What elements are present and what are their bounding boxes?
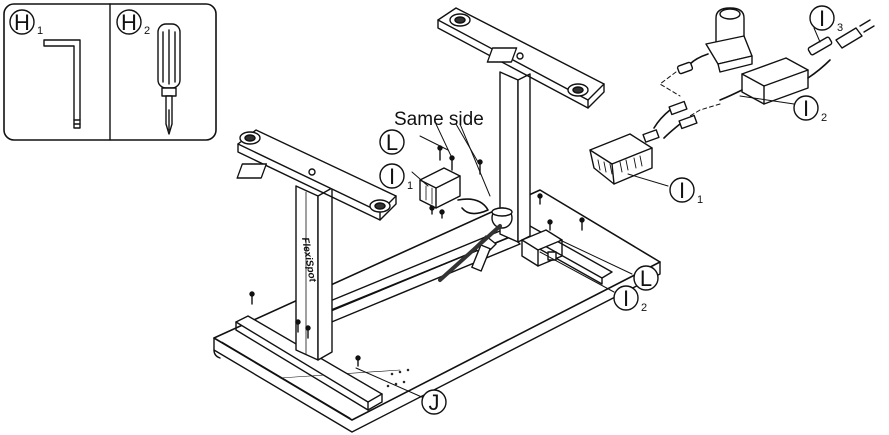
splitter-cable-detail — [642, 100, 698, 143]
svg-text:I: I — [389, 164, 395, 189]
tool-panel: H 1 H 2 — [3, 3, 217, 141]
control-panel-buttons — [597, 155, 643, 175]
svg-text:J: J — [429, 390, 440, 415]
callout-i1-mount: I 1 — [379, 163, 413, 192]
callout-j-screws: J — [421, 389, 447, 415]
svg-text:I: I — [819, 6, 825, 31]
svg-text:2: 2 — [821, 112, 827, 124]
callout-h2: H 2 — [116, 9, 150, 37]
left-bracket-pad-back — [239, 131, 261, 145]
svg-text:3: 3 — [837, 22, 843, 34]
callout-h1: H 1 — [9, 9, 43, 37]
left-top-bracket — [236, 129, 397, 221]
svg-text:I: I — [803, 96, 809, 121]
right-top-bracket — [437, 7, 605, 109]
svg-text:H: H — [121, 10, 137, 35]
svg-text:L: L — [640, 266, 652, 291]
connection-lines — [659, 71, 721, 117]
svg-text:H: H — [14, 10, 30, 35]
same-side-label: Same side — [394, 109, 484, 130]
svg-text:I: I — [623, 286, 629, 311]
motor-unit — [438, 207, 513, 282]
hex-key-icon — [43, 39, 81, 129]
callout-i3-cable: I 3 — [809, 5, 843, 34]
callout-i2-adapter: I 2 — [793, 95, 827, 124]
right-bracket-pad-front — [567, 83, 589, 97]
screws — [249, 145, 585, 367]
right-bracket-pad-back — [449, 13, 471, 27]
svg-text:L: L — [386, 130, 398, 155]
callout-i1-panel: I 1 — [669, 177, 703, 206]
svg-text:1: 1 — [407, 180, 413, 192]
svg-text:2: 2 — [144, 25, 150, 37]
left-column — [295, 185, 333, 361]
hole-marks — [386, 368, 410, 388]
svg-text:1: 1 — [37, 25, 43, 37]
control-mount-bracket — [419, 167, 461, 209]
svg-text:2: 2 — [641, 302, 647, 314]
svg-text:I: I — [679, 178, 685, 203]
callout-i2-underdesk: I 2 — [613, 285, 647, 314]
callout-l-right: L — [633, 265, 659, 291]
control-cable — [457, 198, 489, 215]
handset-detail — [676, 7, 753, 75]
left-foot — [235, 315, 383, 411]
callout-l-top: L — [379, 129, 405, 155]
svg-text:1: 1 — [697, 194, 703, 206]
screwdriver-icon — [157, 23, 181, 135]
left-bracket-pad-front — [369, 199, 391, 213]
power-adapter-detail — [719, 19, 875, 105]
leader-lines — [355, 27, 821, 399]
control-panel-detail — [589, 133, 653, 185]
